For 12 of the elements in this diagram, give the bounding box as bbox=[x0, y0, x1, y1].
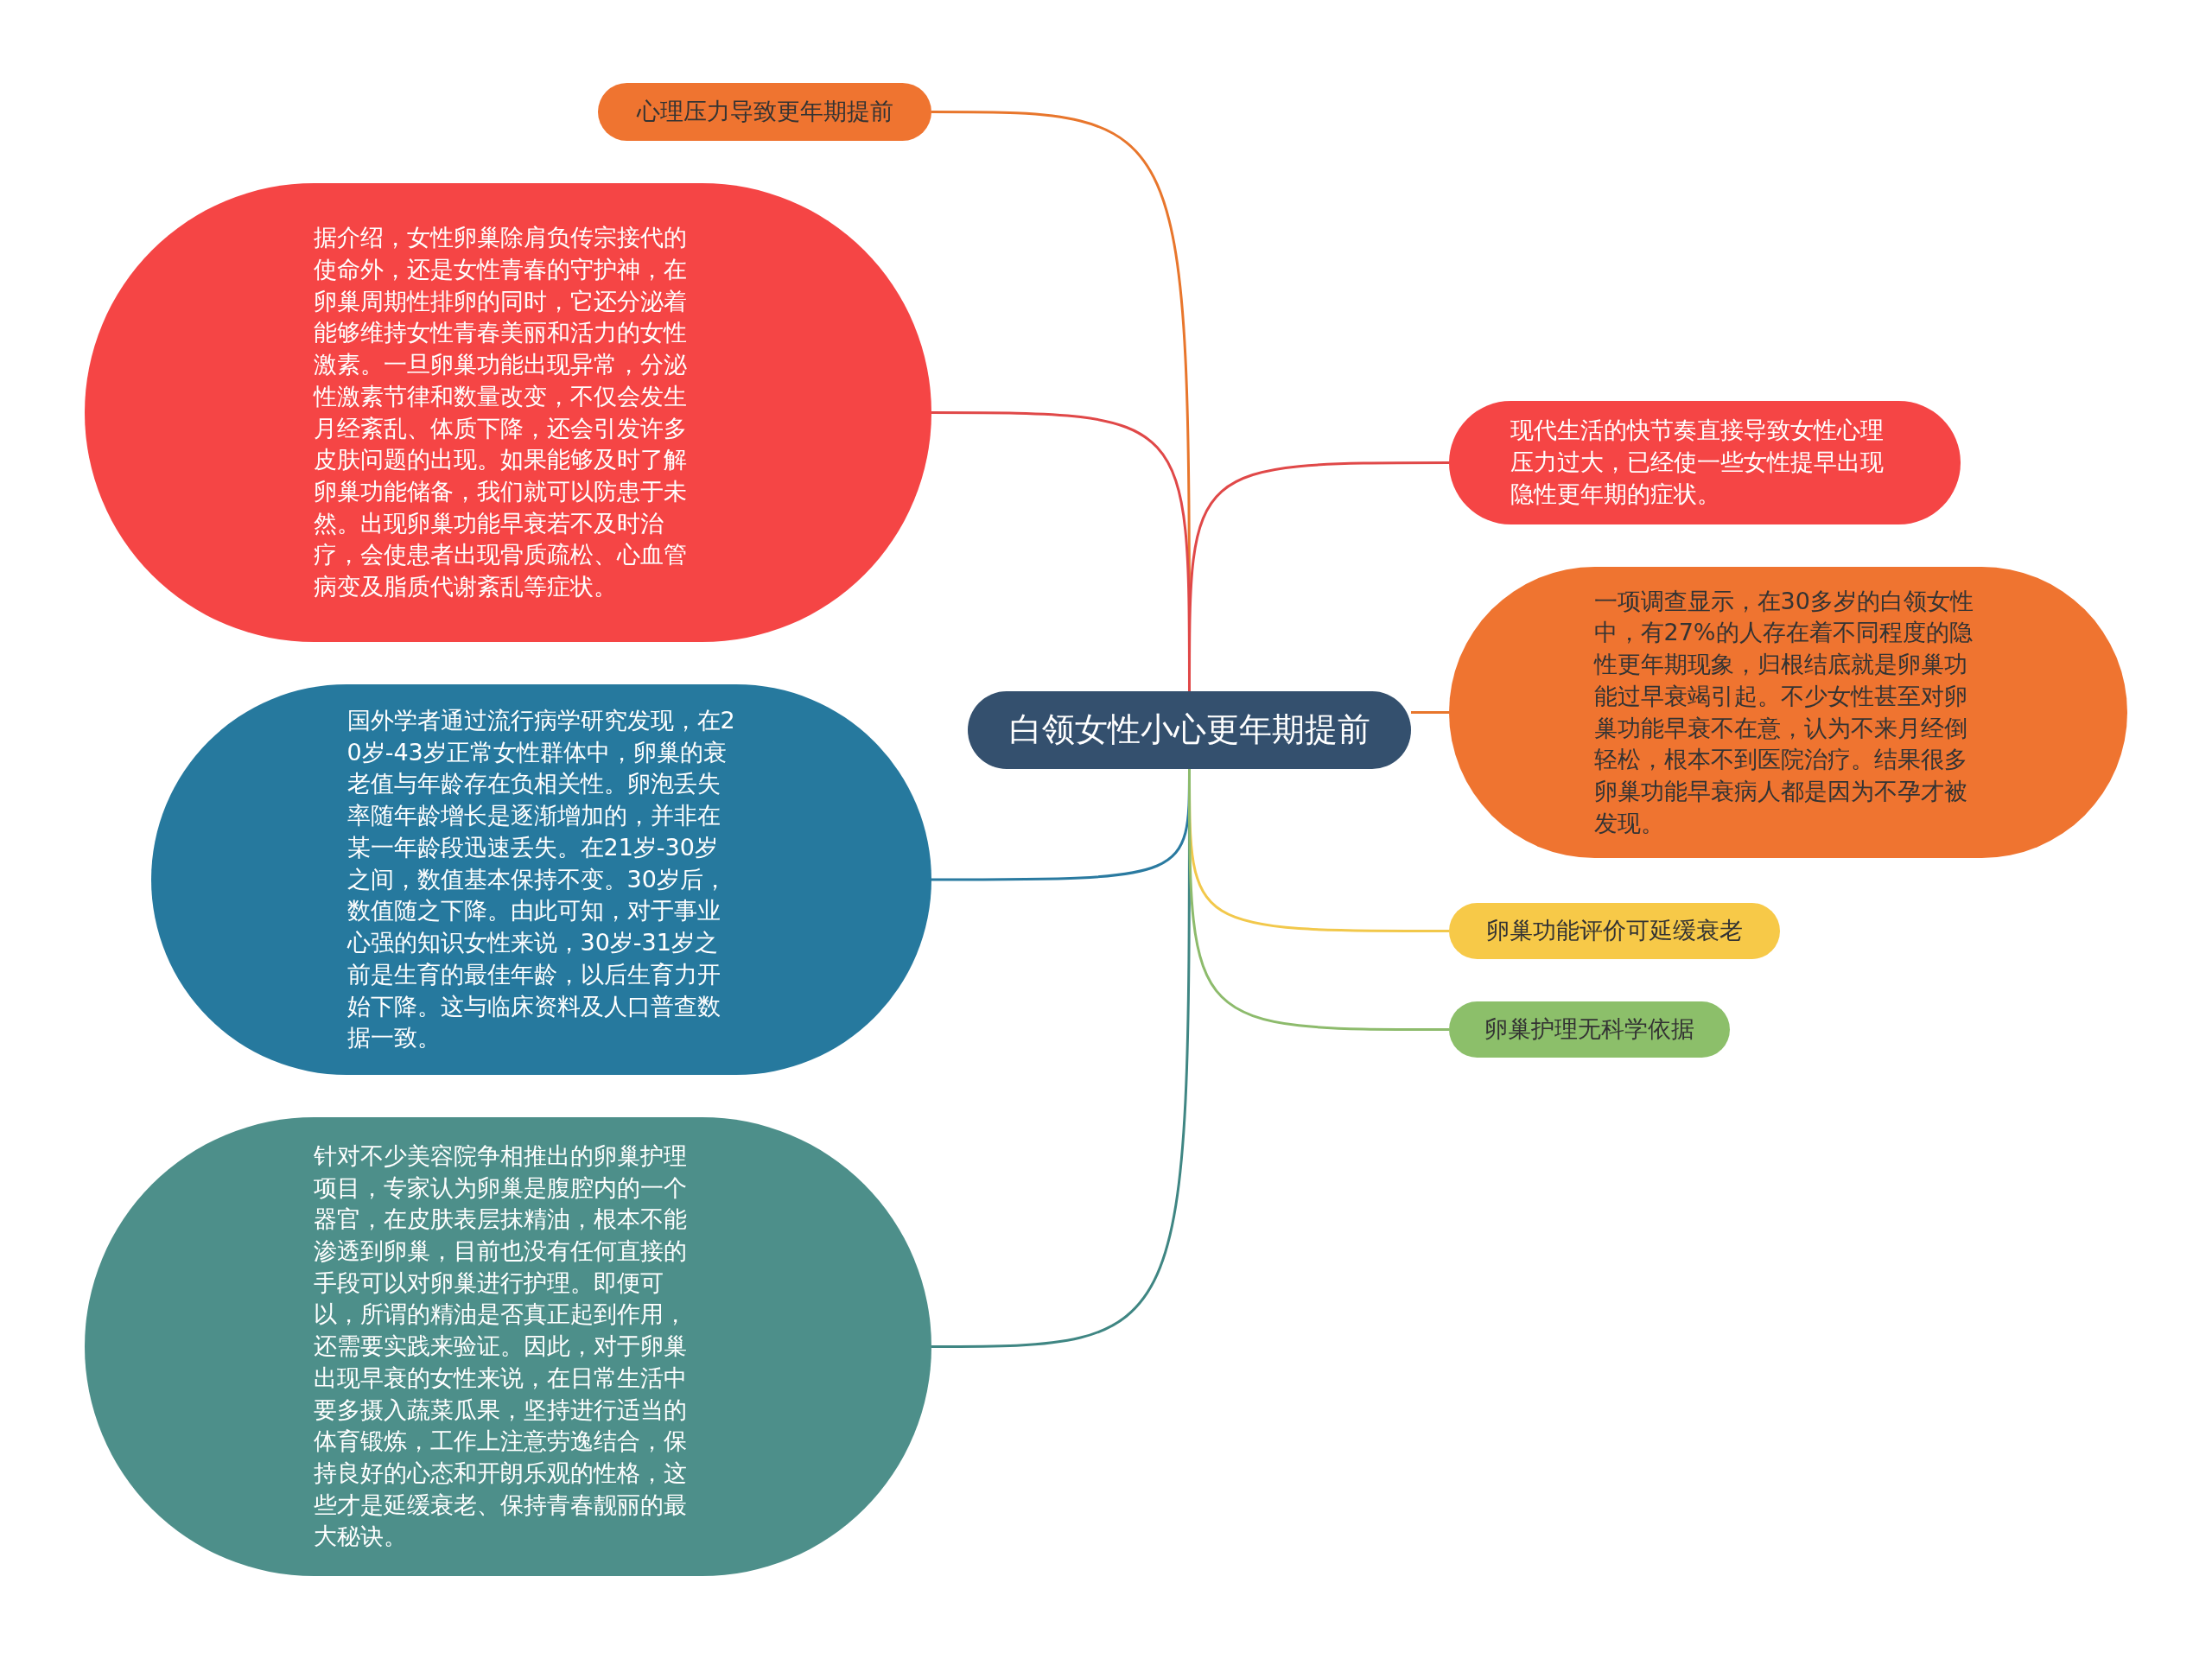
connector-line bbox=[1188, 461, 1449, 691]
topic-text: 据介绍，女性卵巢除肩负传宗接代的使命外，还是女性青春的守护神，在卵巢周期性排卵的同时，它还分泌着能够维持女性青春美丽和活力的女性激素。一旦卵巢功能出现异常，分泌性激素节律和数量改变，不仅会发生月经紊乱、体质下降，还会引发许多皮肤问题的出现。如果能够及时了解卵巢功能储备，我们就可以防患于未然。出现卵巢功能早衰若不及时治疗，会使患者出现骨质疏松、心血管病变及脂质代谢紊乱等症状。 bbox=[314, 223, 688, 602]
connector-line bbox=[1188, 769, 1449, 1031]
topic-title: 白领女性小心更年期提前 bbox=[1008, 709, 1370, 751]
topic-text: 卵巢功能评价可延缓衰老 bbox=[1486, 916, 1743, 946]
topic-text: 现代生活的快节奏直接导致女性心理压力过大，已经使一些女性提早出现隐性更年期的症状。 bbox=[1510, 416, 1885, 509]
topic-text: 卵巢护理无科学依据 bbox=[1484, 1014, 1694, 1045]
connector-line bbox=[1411, 711, 1449, 714]
topic-text: 心理压力导致更年期提前 bbox=[636, 97, 893, 127]
topic-text: 一项调查显示，在30多岁的白领女性中，有27%的人存在着不同程度的隐性更年期现象，归根结底就是卵巢功能过早衰竭引起。不少女性甚至对卵巢功能早衰不在意，认为不来月经倒轻松，根本不到医院治疗。结果很多卵巢功能早衰病人都是因为不孕才被发现。 bbox=[1593, 586, 1974, 838]
topic-text: 针对不少美容院争相推出的卵巢护理项目，专家认为卵巢是腹腔内的一个器官，在皮肤表层抹精油，根本不能渗透到卵巢，目前也没有任何直接的手段可以对卵巢进行护理。即便可以，所谓的精油是否真正起到作用，还需要实践来验证。因此，对于卵巢出现早衰的女性来说，在日常生活中要多摄入蔬菜瓜果，坚持进行适当的体育锻炼，工作上注意劳逸结合，保持良好的心态和开朗乐观的性格，这些才是延缓衰老、保持青春靓丽的最大秘诀。 bbox=[314, 1141, 688, 1552]
topic-text: 国外学者通过流行病学研究发现，在20岁-43岁正常女性群体中，卵巢的衰老值与年龄存在负相关性。卵泡丢失率随年龄增长是逐渐增加的，并非在某一年龄段迅速丢失。在21岁-30岁之间，数值基本保持不变。30岁后，数值随之下降。由此可知，对于事业心强的知识女性来说，30岁-31岁之前是生育的最佳年龄，以后生育力开始下降。这与临床资料及人口普查数据一致。 bbox=[346, 706, 736, 1053]
